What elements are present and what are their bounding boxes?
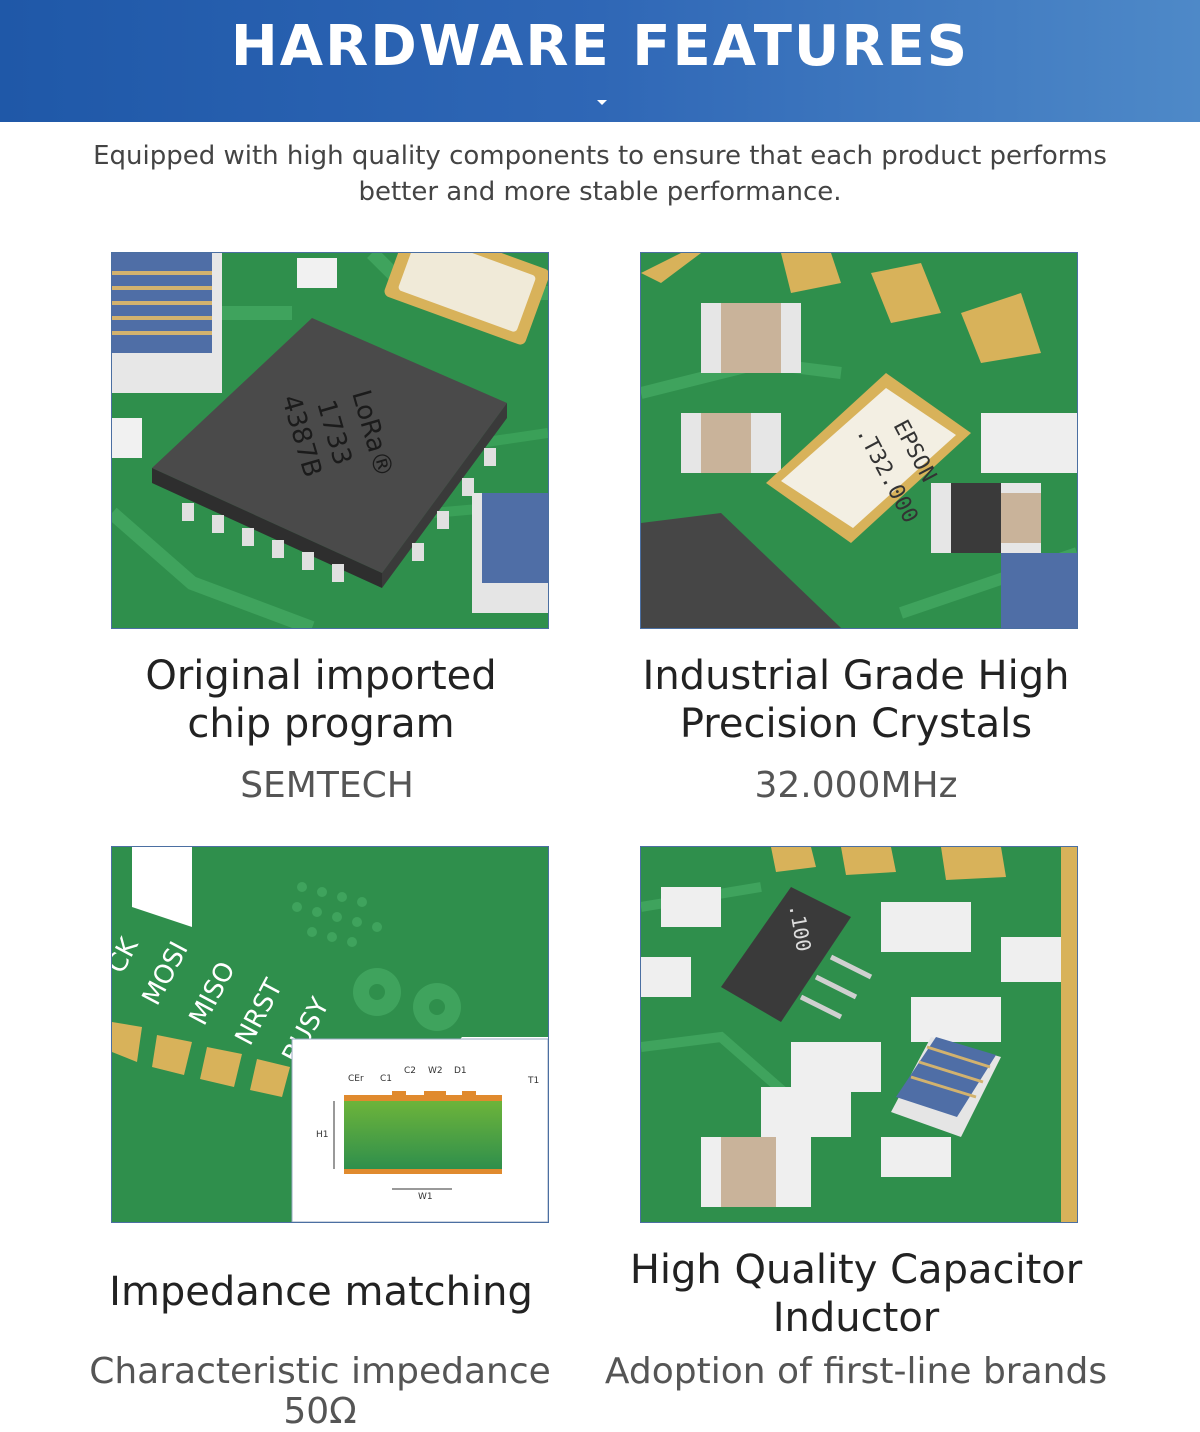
card-4-title-line-2: Inductor xyxy=(772,1295,940,1341)
card-4-title: High Quality Capacitor Inductor xyxy=(596,1246,1116,1342)
card-2-title-line-1: Industrial Grade High xyxy=(642,653,1070,699)
impedance-image: CK MOSI MISO NRST BUSY CEr C1 C2 W2 D1 T… xyxy=(111,846,549,1223)
crystal-image: EPSON .T32.000 xyxy=(640,252,1078,629)
diagram-label-w1: W1 xyxy=(418,1192,433,1202)
diagram-label-c1: C1 xyxy=(380,1074,392,1084)
card-3-subtitle: Characteristic impedance 50Ω xyxy=(89,1351,551,1432)
card-2-title: Industrial Grade High Precision Crystals xyxy=(596,652,1116,748)
header-banner: HARDWARE FEATURES xyxy=(0,0,1200,122)
card-1-title: Original imported chip program xyxy=(61,652,581,748)
capacitor-image: .100 xyxy=(640,846,1078,1223)
page-title: HARDWARE FEATURES xyxy=(230,14,970,79)
diagram-label-t1: T1 xyxy=(527,1076,539,1086)
card-1-subtitle: SEMTECH xyxy=(240,765,414,806)
card-3-title: Impedance matching xyxy=(61,1268,581,1316)
diagram-label-c2: C2 xyxy=(404,1066,416,1076)
card-4-title-line-1: High Quality Capacitor xyxy=(629,1247,1083,1293)
card-2-subtitle: 32.000MHz xyxy=(754,765,958,806)
diagram-label-cer: CEr xyxy=(348,1074,364,1084)
chip-image: LoRa® 1733 4387B xyxy=(111,252,549,629)
card-3-title-line-1: Impedance matching xyxy=(109,1269,533,1315)
diagram-label-h1: H1 xyxy=(316,1130,329,1140)
card-4-subtitle: Adoption of first-line brands xyxy=(604,1351,1108,1392)
diagram-label-d1: D1 xyxy=(454,1066,467,1076)
subtitle-line-2: better and more stable performance. xyxy=(358,177,842,207)
caret-down-icon xyxy=(597,100,607,105)
card-1-title-line-2: chip program xyxy=(187,701,455,747)
subtitle-line-1: Equipped with high quality components to… xyxy=(93,141,1107,171)
card-2-title-line-2: Precision Crystals xyxy=(679,701,1033,747)
diagram-label-w2: W2 xyxy=(428,1066,443,1076)
page-subtitle: Equipped with high quality components to… xyxy=(80,138,1120,210)
card-1-title-line-1: Original imported xyxy=(145,653,497,699)
